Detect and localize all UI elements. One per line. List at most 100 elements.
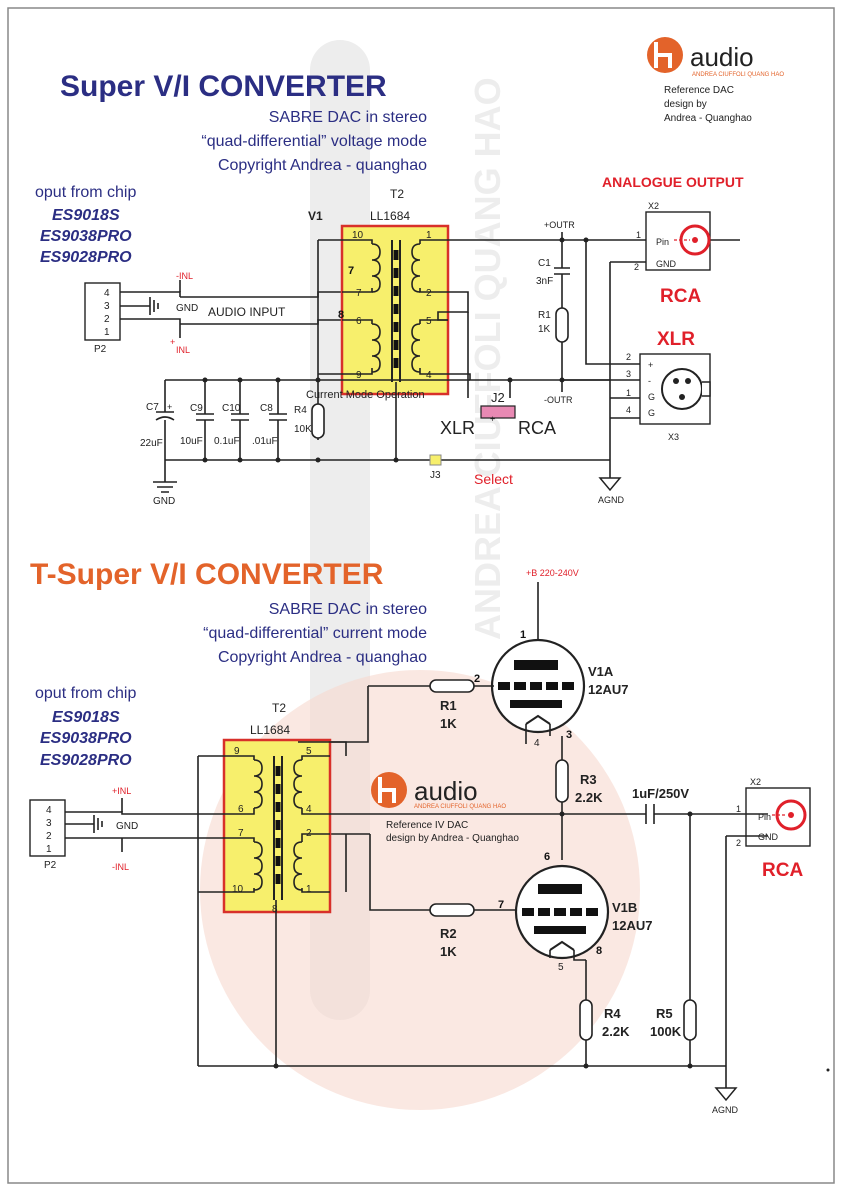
j2-selector	[480, 405, 516, 419]
svg-text:1: 1	[636, 230, 641, 240]
svg-text:7: 7	[356, 288, 362, 299]
bottom-sub2: “quad-differential” current mode	[203, 625, 427, 642]
page-border	[7, 7, 835, 1184]
svg-text:2: 2	[474, 673, 480, 685]
svg-text:1K: 1K	[440, 944, 457, 959]
svg-text:ANDREA CIUFFOLI QUANG HAO: ANDREA CIUFFOLI QUANG HAO	[467, 77, 508, 640]
bottom-rca-big: RCA	[762, 860, 803, 881]
top-ref3: Andrea - Quanghao	[664, 113, 752, 124]
svg-text:2: 2	[426, 288, 432, 299]
j2-label: J2	[491, 390, 505, 405]
svg-text:2: 2	[306, 828, 312, 839]
svg-text:AGND: AGND	[712, 1105, 739, 1115]
svg-text:2.2K: 2.2K	[575, 790, 603, 805]
top-ll: LL1684	[370, 209, 410, 223]
top-chip-3: ES9028PRO	[40, 249, 132, 266]
b-plus: +B 220-240V	[526, 568, 579, 578]
bottom-r4	[579, 999, 593, 1041]
svg-text:C8: C8	[260, 403, 273, 414]
select-label: Select	[474, 471, 513, 487]
top-cap-c9: C9 10uF	[180, 380, 214, 460]
svg-text:.01uF: .01uF	[252, 436, 278, 447]
bottom-oput: oput from chip	[35, 685, 136, 702]
svg-text:R5: R5	[656, 1006, 673, 1021]
audio-input: AUDIO INPUT	[208, 305, 286, 319]
svg-text:22uF: 22uF	[140, 438, 163, 449]
svg-text:1: 1	[104, 327, 110, 338]
svg-text:8: 8	[596, 945, 602, 957]
xlr-jack-icon	[661, 368, 703, 410]
svg-text:audio: audio	[414, 776, 478, 806]
svg-text:4: 4	[46, 805, 52, 816]
svg-text:7: 7	[238, 828, 244, 839]
top-cap-c10: C10 0.1uF	[214, 380, 249, 460]
svg-text:3: 3	[104, 301, 110, 312]
svg-text:Pin: Pin	[758, 812, 771, 822]
svg-text:3: 3	[566, 729, 572, 741]
svg-text:AGND: AGND	[598, 495, 625, 505]
j2-rca: RCA	[518, 418, 556, 438]
top-title: Super V/I CONVERTER	[60, 70, 387, 103]
svg-text:4: 4	[104, 288, 110, 299]
bottom-cap: 1uF/250V	[632, 786, 689, 801]
bottom-sub3: Copyright Andrea - quanghao	[218, 649, 427, 666]
bottom-chip-2: ES9038PRO	[40, 730, 132, 747]
svg-text:7: 7	[498, 899, 504, 911]
svg-text:4: 4	[534, 738, 540, 749]
outr-neg: -OUTR	[544, 395, 573, 405]
svg-text:1: 1	[306, 884, 312, 895]
top-p2-connector: 4 3 2 1 P2	[84, 282, 121, 355]
svg-text:1: 1	[426, 230, 432, 241]
svg-text:+: +	[490, 414, 495, 424]
top-chip-1: ES9018S	[52, 207, 120, 224]
svg-text:1: 1	[626, 388, 631, 398]
svg-text:5: 5	[306, 746, 312, 757]
svg-text:R2: R2	[440, 926, 457, 941]
bottom-p2-label: P2	[44, 860, 57, 871]
svg-text:C7: C7	[146, 402, 159, 413]
svg-text:+: +	[648, 360, 653, 370]
top-gnd-inline: GND	[176, 303, 198, 314]
svg-text:ANDREA CIUFFOLI QUANG HAO: ANDREA CIUFFOLI QUANG HAO	[414, 804, 506, 810]
bottom-gnd-inline: GND	[116, 821, 138, 832]
top-cap-c7: C7 22uF +	[140, 380, 175, 460]
top-rca-big: RCA	[660, 286, 701, 307]
svg-text:1: 1	[736, 804, 741, 814]
svg-text:5: 5	[426, 316, 432, 327]
top-v1: V1	[308, 209, 323, 223]
bottom-title: T-Super V/I CONVERTER	[30, 558, 384, 591]
tube-v1b	[514, 864, 610, 961]
svg-text:C9: C9	[190, 403, 203, 414]
svg-text:X2: X2	[648, 201, 659, 211]
top-res-r4: R4 10K	[294, 403, 325, 439]
bottom-inl-pos: +INL	[112, 786, 131, 796]
current-mode: Current Mode Operation	[306, 389, 425, 401]
v1b-type: 12AU7	[612, 918, 652, 933]
bottom-chip-1: ES9018S	[52, 709, 120, 726]
svg-text:R4: R4	[294, 405, 307, 416]
svg-text:3: 3	[626, 369, 631, 379]
top-inl-pos: INL	[176, 345, 190, 355]
bottom-inl-neg: -INL	[112, 862, 129, 872]
top-t2: T2	[390, 187, 404, 201]
bottom-chip-3: ES9028PRO	[40, 752, 132, 769]
bottom-ref1: Reference IV DAC	[386, 820, 468, 831]
top-plus: +	[170, 337, 175, 347]
svg-text:GND: GND	[656, 259, 677, 269]
svg-text:3nF: 3nF	[536, 276, 553, 287]
svg-text:9: 9	[234, 746, 240, 757]
top-sub2: “quad-differential” voltage mode	[201, 133, 427, 150]
svg-text:GND: GND	[758, 832, 779, 842]
bottom-logo: audio ANDREA CIUFFOLI QUANG HAO	[371, 772, 506, 810]
svg-text:-: -	[648, 376, 651, 386]
svg-text:2: 2	[104, 314, 110, 325]
bottom-r5	[683, 999, 697, 1041]
logo-brand: audio	[690, 42, 754, 72]
bottom-r2	[429, 903, 475, 917]
svg-text:C1: C1	[538, 258, 551, 269]
bottom-transformer-coils	[198, 755, 346, 900]
svg-text:9: 9	[356, 370, 362, 381]
svg-text:7: 7	[348, 265, 354, 277]
